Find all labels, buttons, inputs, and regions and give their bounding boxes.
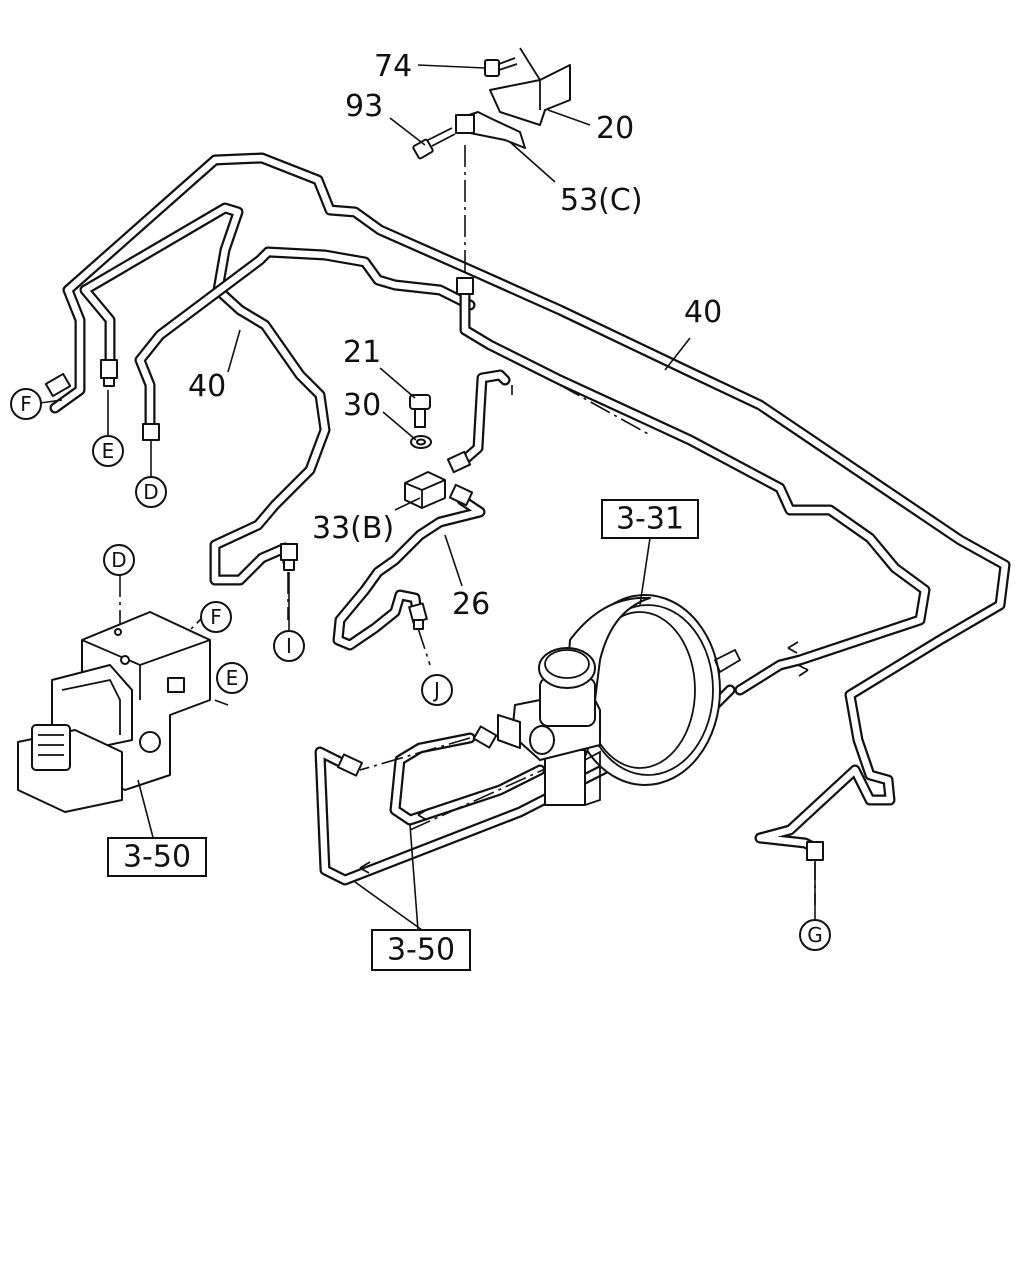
bracket-assembly [412,47,571,160]
flare-nut-i [280,543,298,571]
svg-text:F: F [210,605,222,629]
flare-nut-mc-left [336,753,364,777]
flow-arrow [797,664,809,677]
callout-21: 21 [343,335,381,370]
connector-d-abs: D [103,544,135,576]
reference-lines: 3-50 [371,929,471,971]
callout-93: 93 [345,89,383,124]
clip-block [455,114,475,134]
svg-text:D: D [111,548,126,572]
flow-arrow [359,861,371,874]
connector-e-left: E [92,435,124,467]
master-cylinder [497,647,742,761]
svg-text:J: J [432,678,440,702]
callout-74: 74 [374,49,412,84]
reference-boxes: 3-31 3-50 3-50 [107,499,699,971]
flare-nut-mc-mid [472,725,498,749]
reservoir-cap [538,647,596,689]
part-callouts: 74 93 20 53(C) 40 40 21 30 33(B) 26 [188,49,722,622]
bolt-21 [409,394,431,428]
connector-i: I [273,630,305,662]
callout-40-left: 40 [188,369,226,404]
callout-40-top: 40 [684,295,722,330]
svg-text:3-50: 3-50 [123,840,191,875]
connector-f-left: F [10,388,42,420]
callout-26: 26 [452,587,490,622]
bolt-93 [412,127,456,160]
flare-nut-d [142,423,160,441]
svg-text:E: E [102,439,115,463]
leader-lines [39,64,816,931]
callout-30: 30 [343,388,381,423]
svg-text:E: E [226,666,239,690]
callout-53c: 53(C) [560,183,643,218]
junction-assembly [404,394,446,509]
flow-arrow [417,808,429,821]
flare-nut-top [456,277,474,295]
svg-text:3-31: 3-31 [616,502,684,537]
svg-text:I: I [286,634,292,658]
flare-nut-f [44,372,72,398]
booster-mount [544,749,586,806]
connector-j: J [421,674,453,706]
reference-abs-unit: 3-50 [107,837,207,877]
callout-33b: 33(B) [312,511,394,546]
abs-port [167,677,185,693]
reference-booster: 3-31 [601,499,699,539]
callout-20: 20 [596,111,634,146]
connector-g: G [799,919,831,951]
flare-nuts [44,277,824,861]
flare-nut-e [100,359,118,387]
bolt-74 [484,57,518,77]
connector-e-abs: E [216,662,248,694]
connector-d-left: D [135,476,167,508]
abs-connector [31,724,71,771]
bracket-20 [489,64,571,126]
flare-nut-33b-right [448,483,474,507]
brake-pipes [49,152,1011,886]
svg-text:3-50: 3-50 [387,933,455,968]
connector-markers: F E D I J G D F [10,388,831,951]
svg-text:D: D [143,480,158,504]
svg-text:F: F [20,392,32,416]
connector-f-abs: F [200,601,232,633]
flare-nut-g [806,841,824,861]
joint-33b [404,471,446,509]
svg-text:G: G [807,923,823,947]
flow-arrow [787,641,799,654]
abs-unit [17,611,211,813]
flare-nut-33b-left [446,450,472,474]
flare-nut-j [408,602,428,630]
